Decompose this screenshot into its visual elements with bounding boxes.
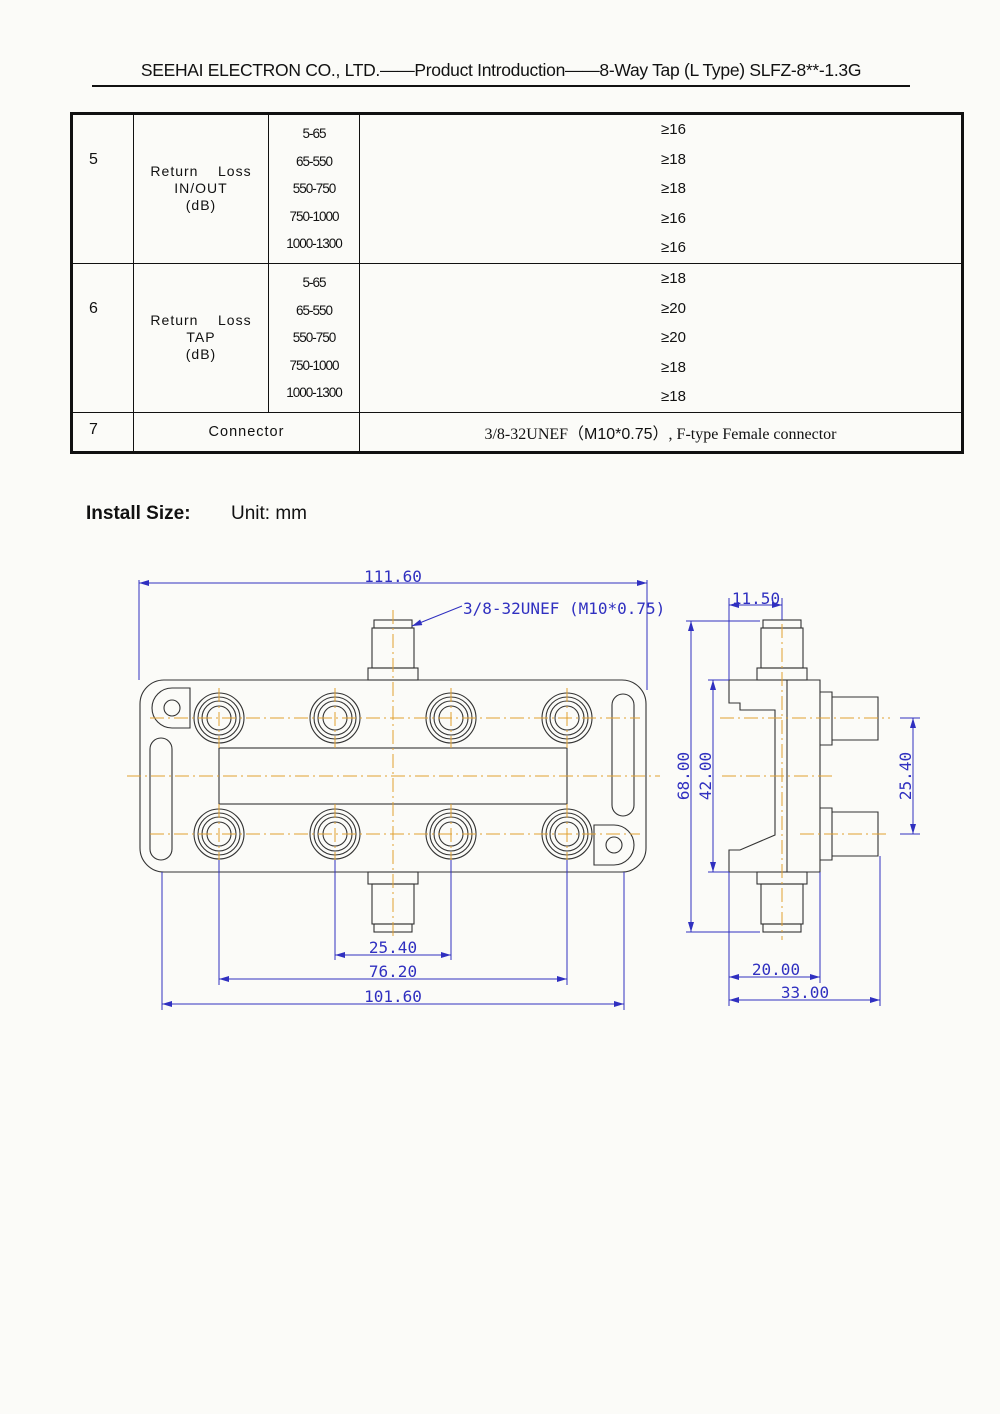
front-view [127, 610, 660, 940]
param-cell: Return Loss TAP (dB) [133, 262, 269, 413]
mount-ear-right [593, 824, 635, 866]
dim-depth-body: 20.00 [752, 960, 800, 979]
mount-hole-right [605, 836, 623, 854]
spec-value: ≥18 [661, 269, 686, 287]
dim-mount-span: 101.60 [364, 987, 422, 1006]
header-rule [92, 85, 910, 87]
row-number: 6 [71, 262, 134, 413]
param-line: (dB) [185, 197, 217, 213]
freq-range: 550-750 [292, 330, 337, 346]
dim-height-body: 42.00 [696, 752, 715, 800]
dim-side-port-pitch: 25.40 [896, 752, 915, 800]
spec-value: ≥18 [661, 358, 686, 376]
param-line: IN/OUT [174, 180, 228, 196]
freq-range: 5-65 [302, 274, 326, 290]
freq-cell: 5-65 65-550 550-750 750-1000 1000-1300 [268, 113, 360, 264]
dim-port-pitch: 25.40 [369, 938, 417, 957]
install-size-label: Install Size: [86, 503, 191, 524]
spec-value: ≥20 [661, 299, 686, 317]
spec-value: ≥16 [661, 239, 686, 257]
freq-range: 750-1000 [289, 357, 339, 373]
param-line: Return Loss [150, 163, 252, 179]
table-row: 5 Return Loss IN/OUT (dB) 5-65 65-550 55… [71, 113, 963, 264]
connector-label: Connector [133, 411, 360, 453]
spec-value: ≥20 [661, 329, 686, 347]
freq-range: 65-550 [295, 302, 333, 318]
dim-side-offset: 11.50 [732, 589, 780, 608]
dimensions: 111.60 3/8-32UNEF (M10*0.75) 25.40 76.20… [138, 567, 920, 1010]
param-line: (dB) [185, 345, 217, 362]
freq-range: 550-750 [292, 181, 337, 197]
dim-height-total: 68.00 [674, 752, 693, 800]
spec-value: ≥18 [661, 388, 686, 406]
freq-range: 65-550 [295, 153, 333, 169]
connector-type: ）, F-type Female connector [652, 425, 837, 443]
value-cell: ≥16 ≥18 ≥18 ≥16 ≥16 [359, 113, 963, 264]
row-number: 5 [71, 113, 134, 264]
dim-port-span: 76.20 [369, 962, 417, 981]
spec-value: ≥18 [661, 180, 686, 198]
document-header: SEEHAI ELECTRON CO., LTD.——Product Intro… [140, 60, 862, 80]
param-line: TAP [186, 328, 216, 345]
spec-value: ≥18 [661, 150, 686, 168]
spec-value: ≥16 [661, 209, 686, 227]
table-row: 7 Connector 3/8-32UNEF（M10*0.75）, F-type… [71, 411, 963, 453]
spec-table: 5 Return Loss IN/OUT (dB) 5-65 65-550 55… [70, 112, 964, 454]
thread-note: 3/8-32UNEF (M10*0.75) [463, 599, 665, 618]
mount-slot-right [611, 693, 635, 817]
freq-range: 1000-1300 [286, 236, 343, 252]
table-row: 6 Return Loss TAP (dB) 5-65 65-550 550-7… [71, 262, 963, 413]
dim-front-width: 111.60 [364, 567, 422, 586]
connector-metric: M10*0.75 [584, 425, 653, 443]
side-housing [728, 679, 821, 873]
unit-label: Unit: mm [231, 503, 307, 524]
row-number: 7 [71, 411, 134, 453]
connector-value: 3/8-32UNEF（M10*0.75）, F-type Female conn… [359, 411, 963, 453]
mount-hole-left [163, 699, 181, 717]
freq-range: 750-1000 [289, 208, 339, 224]
dim-depth-total: 33.00 [781, 983, 829, 1002]
freq-range: 5-65 [302, 126, 326, 141]
install-drawing: 111.60 3/8-32UNEF (M10*0.75) 25.40 76.20… [127, 567, 920, 1010]
param-cell: Return Loss IN/OUT (dB) [133, 113, 269, 264]
mount-slot-left [149, 737, 173, 861]
freq-cell: 5-65 65-550 550-750 750-1000 1000-1300 [268, 262, 360, 413]
side-view [720, 600, 890, 940]
freq-range: 1000-1300 [286, 385, 343, 401]
mount-ear-left [151, 687, 191, 729]
param-line: Return Loss [150, 311, 252, 328]
spec-value: ≥16 [661, 121, 686, 138]
connector-thread: 3/8-32UNEF（ [484, 425, 585, 443]
value-cell: ≥18 ≥20 ≥20 ≥18 ≥18 [359, 262, 963, 413]
